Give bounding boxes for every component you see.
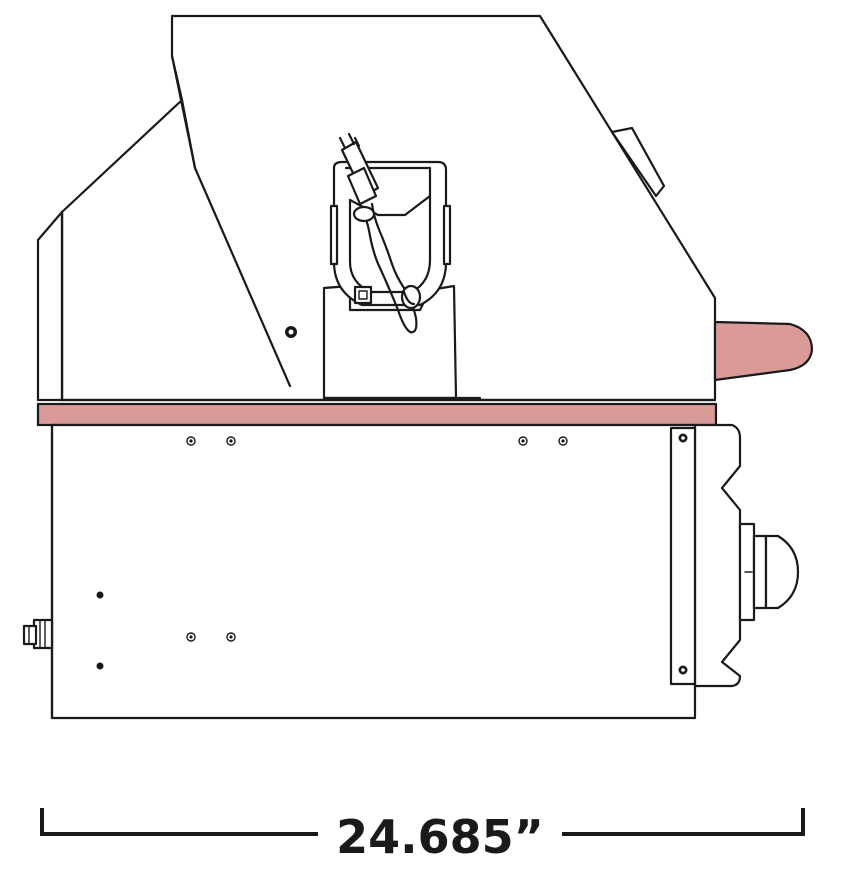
control-knob-icon [738, 522, 800, 622]
dimension-bracket-left [40, 808, 318, 836]
side-shelf [36, 396, 718, 427]
power-bracket [322, 132, 458, 400]
dimension-bracket-right [562, 808, 805, 836]
dimension-label: 24.685” [336, 810, 544, 864]
lid-handle [713, 320, 814, 382]
control-panel [669, 423, 800, 688]
width-dimension: 24.685” [40, 808, 805, 864]
gas-inlet-fitting [22, 618, 54, 650]
power-switch-icon [353, 285, 373, 305]
shelf-band [36, 402, 718, 427]
grill-base [50, 423, 697, 720]
